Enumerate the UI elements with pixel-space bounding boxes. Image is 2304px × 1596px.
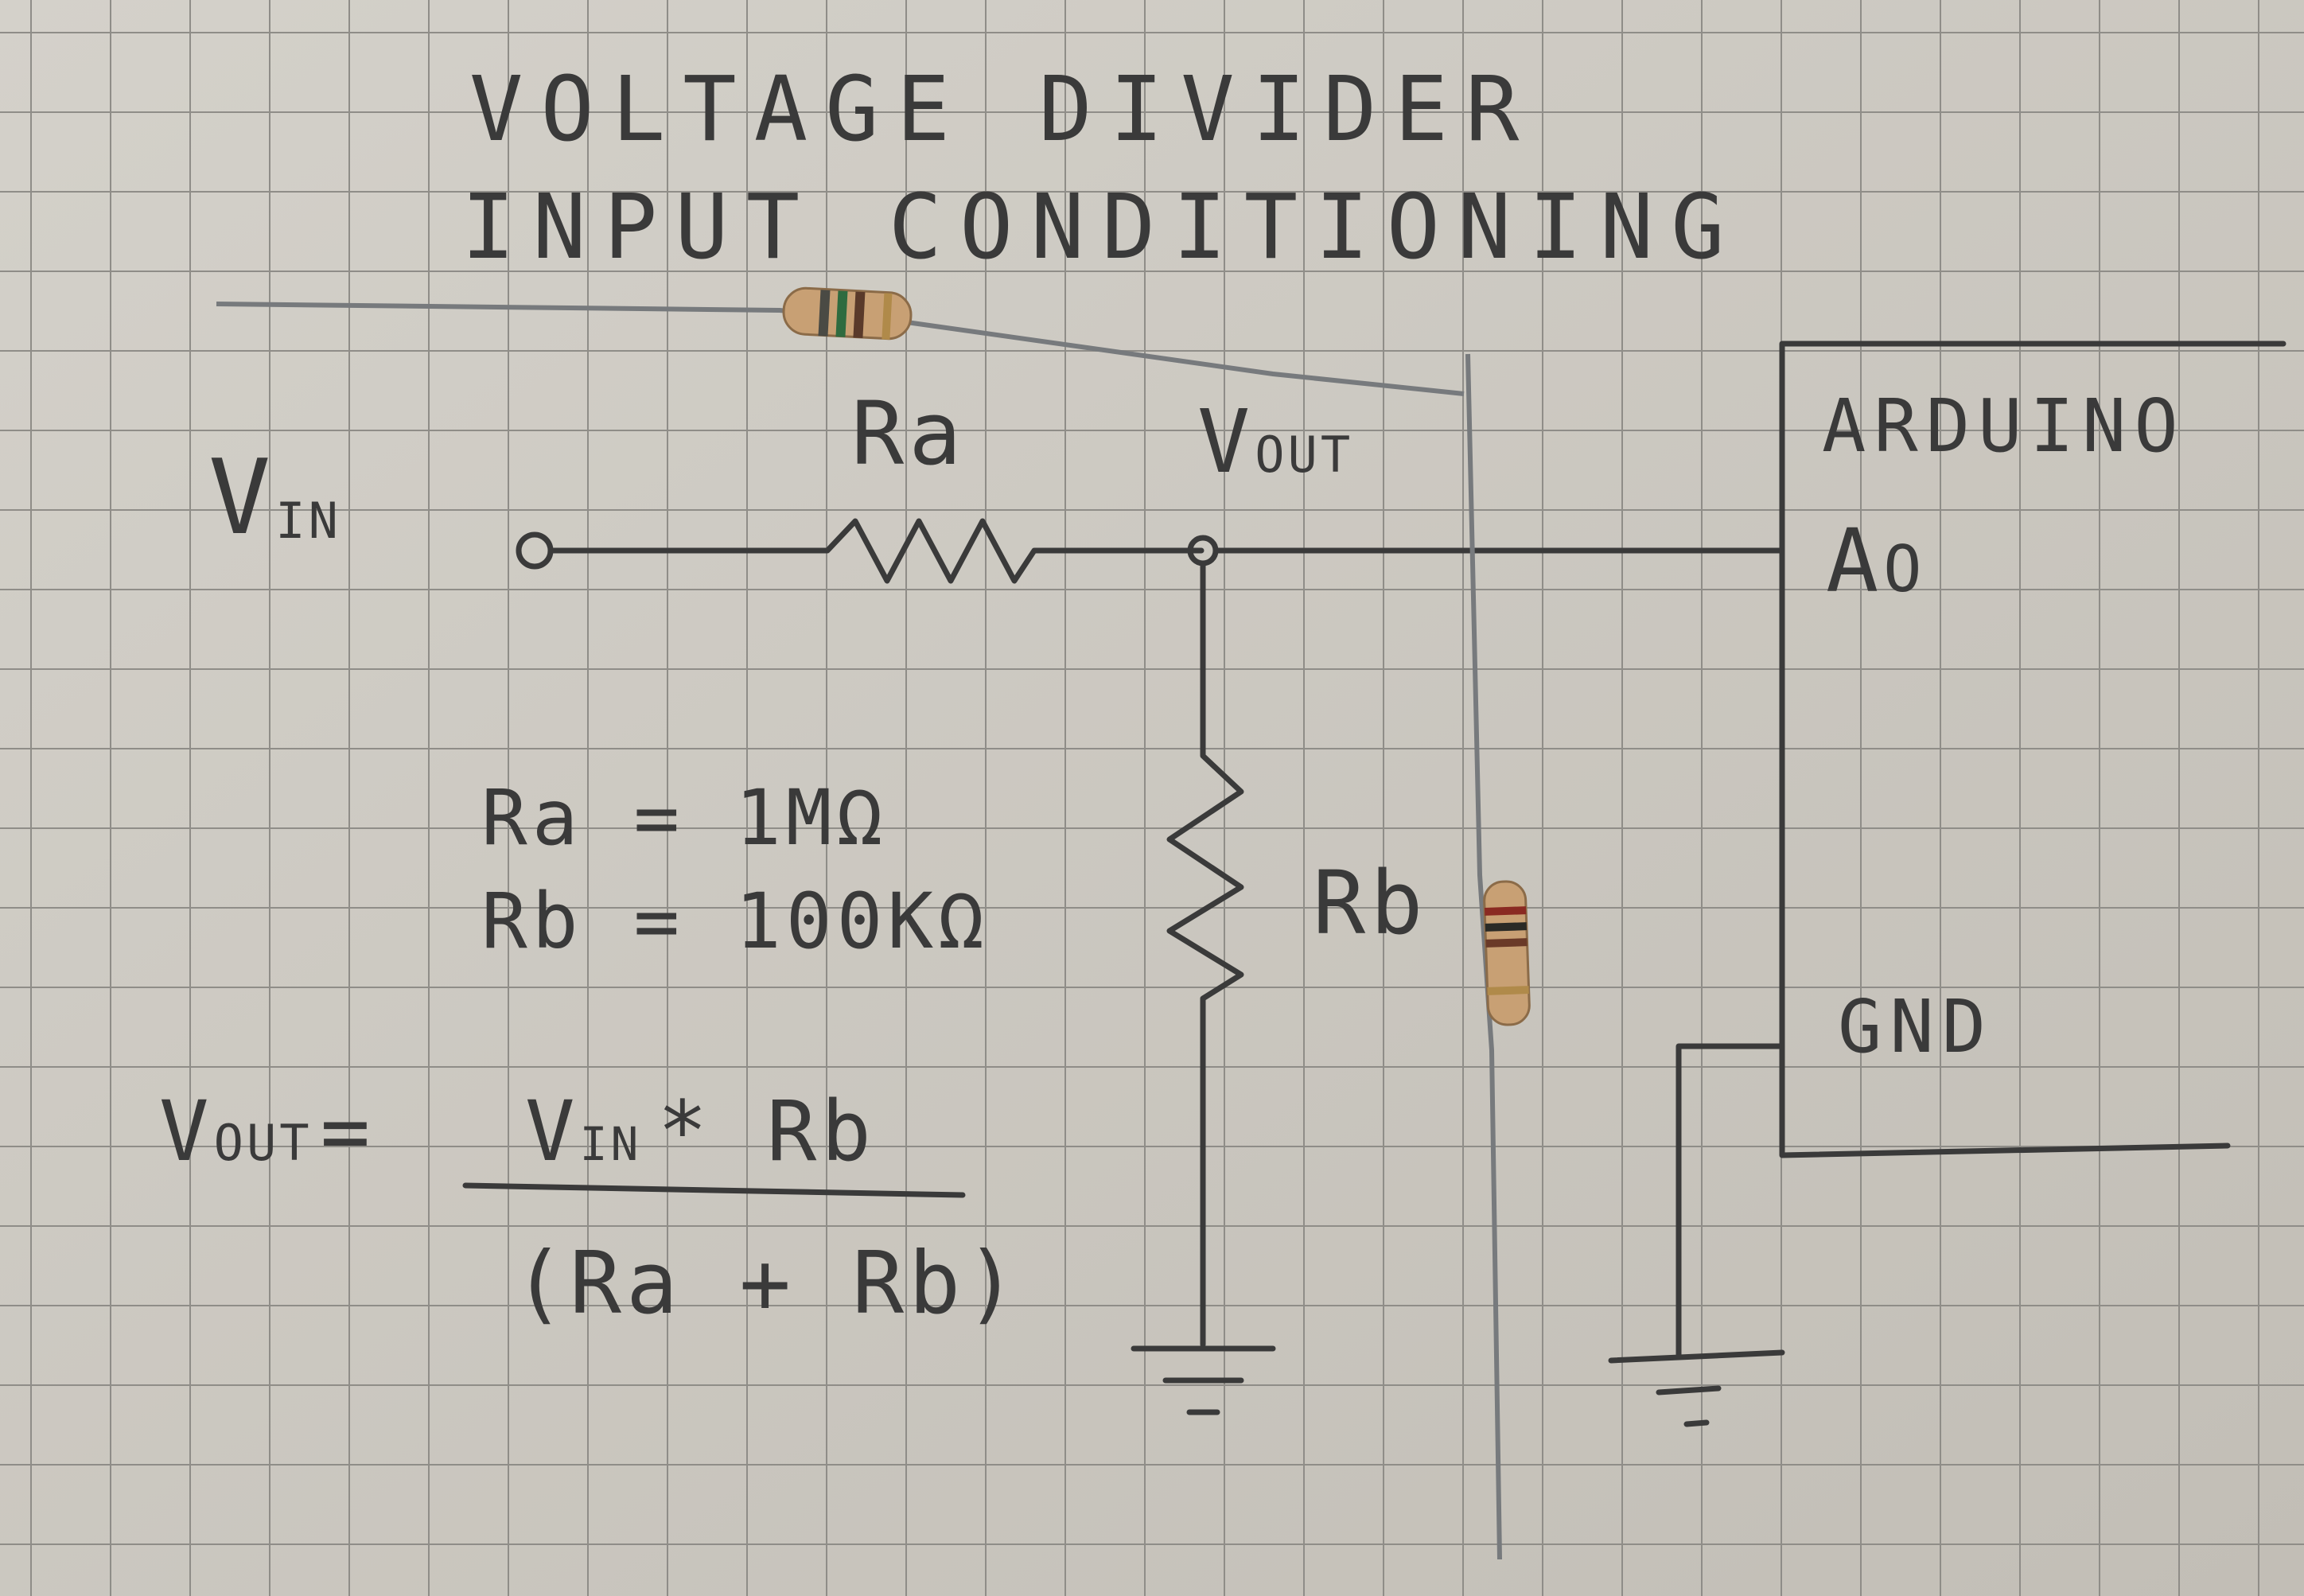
vin-main: V xyxy=(208,437,276,558)
title-line-2: INPUT CONDITIONING xyxy=(461,176,1742,279)
formula-num-rest: * Rb xyxy=(657,1083,876,1180)
circuit xyxy=(462,341,2286,1427)
formula-lhs-sub: OUT xyxy=(213,1114,313,1172)
formula-num-main: V xyxy=(525,1083,580,1180)
gnd-label: GND xyxy=(1838,984,1995,1069)
formula-lhs-main: V xyxy=(159,1083,214,1180)
formula-num-sub: IN xyxy=(579,1117,642,1171)
title-line-1: VOLTAGE DIVIDER xyxy=(469,58,1537,162)
wire-gnd xyxy=(1675,1043,1785,1360)
vout-label: VOUT xyxy=(1197,398,1353,485)
ground-symbol-right xyxy=(1608,1349,1785,1427)
formula-numerator: VIN* Rb xyxy=(525,1090,876,1173)
rb-value: Rb = 100KΩ xyxy=(481,877,989,966)
arduino-box xyxy=(1779,341,2286,1158)
formula-denominator: (Ra + Rb) xyxy=(513,1234,1022,1333)
vin-sub: IN xyxy=(275,492,341,551)
rb-label: Rb xyxy=(1313,852,1428,954)
ground-symbol-left xyxy=(1131,1345,1276,1415)
a0-label: AO xyxy=(1826,517,1925,605)
formula-eq: = xyxy=(320,1083,376,1180)
vout-sub: OUT xyxy=(1255,426,1354,484)
ra-value: Ra = 1MΩ xyxy=(481,773,888,862)
fraction-bar xyxy=(462,1182,966,1198)
a0-sub: O xyxy=(1883,532,1925,606)
a0-main: A xyxy=(1826,510,1884,612)
formula-lhs: VOUT= xyxy=(159,1090,375,1173)
resistor-rb-symbol xyxy=(1166,560,1244,1348)
arduino-label: ARDUINO xyxy=(1822,383,2186,469)
vin-label: VIN xyxy=(208,446,341,549)
ra-label: Ra xyxy=(851,383,967,485)
physical-resistor-ra xyxy=(216,286,1465,396)
physical-resistor-rb xyxy=(1465,353,1531,1560)
resistor-ra-symbol xyxy=(792,518,1205,584)
vout-main: V xyxy=(1197,391,1255,492)
